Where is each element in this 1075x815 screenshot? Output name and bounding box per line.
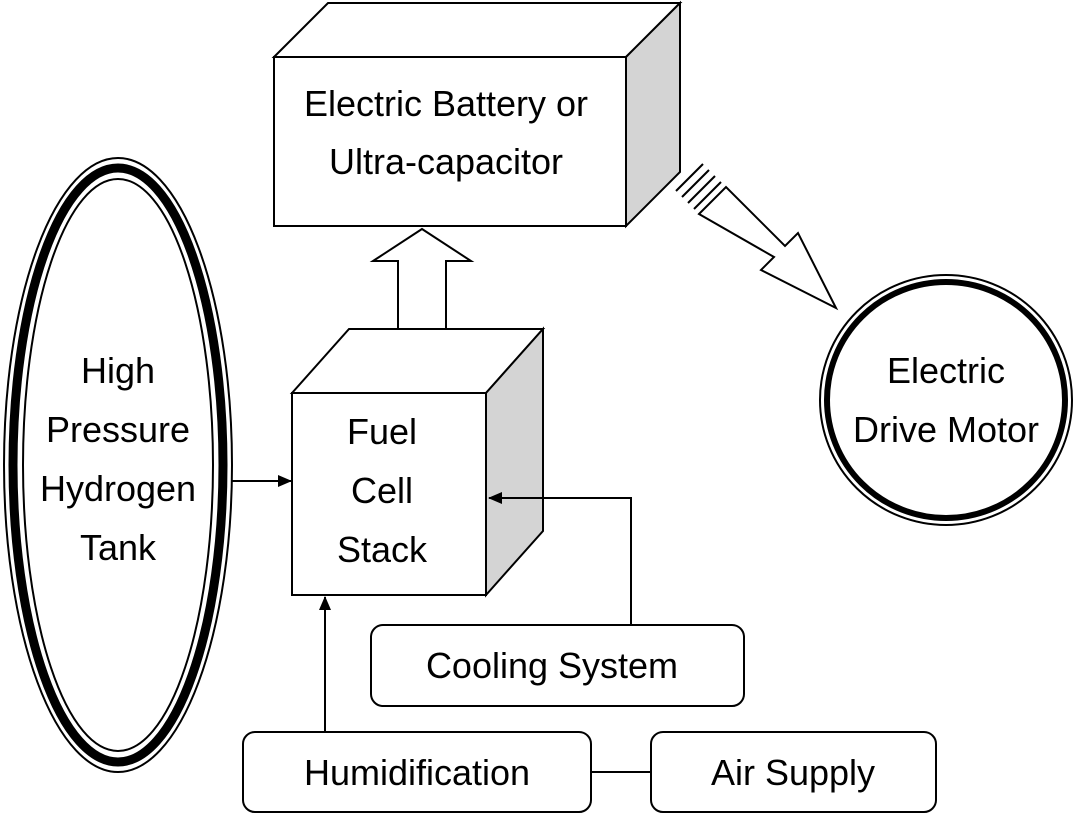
cooling-to-fuel-cell-arrow <box>488 492 632 625</box>
battery-to-motor-arrow-body <box>697 185 839 311</box>
cooling-system-label: Cooling System <box>426 645 678 686</box>
fuel-cell-label-line2: Cell <box>351 470 413 511</box>
tank-label-line1: High <box>81 350 155 391</box>
battery-label-line2: Ultra-capacitor <box>329 141 563 182</box>
cooling-system-box: Cooling System <box>370 624 745 707</box>
arrow-tail-stripe <box>687 175 716 204</box>
battery-front-face <box>273 56 627 227</box>
battery-to-motor-arrow <box>675 163 839 311</box>
humidification-box: Humidification <box>242 731 592 813</box>
fuel-cell-stack-box: Fuel Cell Stack <box>289 326 546 598</box>
fuel-cell-label-line3: Stack <box>337 529 428 570</box>
air-supply-label: Air Supply <box>711 752 875 793</box>
cooling-system-rect <box>370 624 745 707</box>
tank-middle-ring <box>8 163 228 767</box>
motor-label-line2: Drive Motor <box>853 409 1039 450</box>
tank-label-line3: Hydrogen <box>40 468 196 509</box>
motor-outer-ring <box>819 274 1073 526</box>
motor-label-line1: Electric <box>887 350 1005 391</box>
tank-label-line2: Pressure <box>46 409 190 450</box>
tank-inner-ring <box>22 178 214 752</box>
arrow-tail-stripe <box>681 169 710 198</box>
tank-outer-ring <box>3 157 233 773</box>
electric-drive-motor: Electric Drive Motor <box>819 274 1073 526</box>
fuel-cell-label-line1: Fuel <box>347 411 417 452</box>
battery-box: Electric Battery or Ultra-capacitor <box>271 0 683 229</box>
humidification-label: Humidification <box>304 752 530 793</box>
air-supply-rect <box>650 731 937 813</box>
tank-label-line4: Tank <box>80 527 157 568</box>
battery-label-line1: Electric Battery or <box>304 83 588 124</box>
fuel-cell-front-face <box>291 392 487 596</box>
hydrogen-tank: High Pressure Hydrogen Tank <box>3 157 233 773</box>
arrow-tail-stripe <box>693 181 722 210</box>
arrow-tail-stripe <box>675 163 704 192</box>
air-supply-box: Air Supply <box>650 731 937 813</box>
battery-top-face <box>271 2 683 58</box>
motor-inner-ring <box>824 279 1068 521</box>
